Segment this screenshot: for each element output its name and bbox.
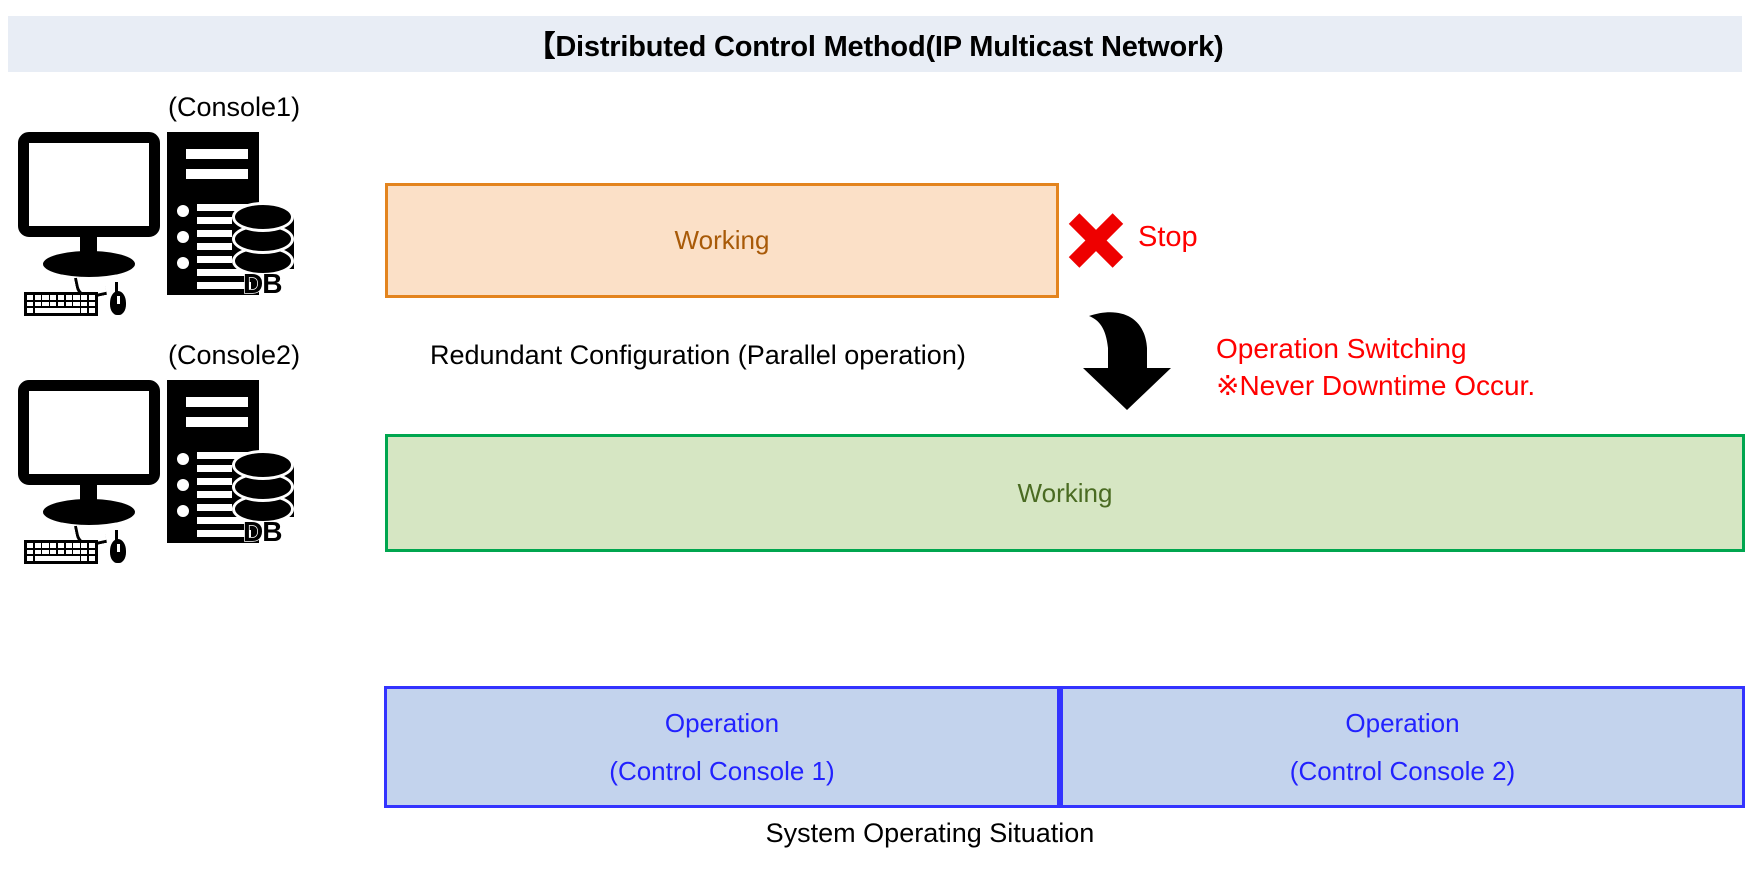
workstation-icon-1	[14, 132, 164, 317]
operation-bar-1-title: Operation	[664, 707, 780, 738]
monitor-icon	[18, 132, 160, 237]
status-box-working-primary: Working	[385, 183, 1059, 298]
stop-label: Stop	[1138, 221, 1198, 253]
redundant-configuration-caption: Redundant Configuration (Parallel operat…	[430, 340, 966, 370]
database-icon-1	[232, 202, 294, 284]
operation-bar-console-2: Operation (Control Console 2)	[1060, 686, 1745, 808]
switch-note-line-1: Operation Switching	[1216, 333, 1467, 364]
workstation-icon-2	[14, 380, 164, 565]
console-1-label: (Console1)	[168, 92, 301, 122]
stop-x-icon	[1068, 212, 1124, 268]
console-group-1: (Console1) DB	[0, 92, 330, 327]
operation-bar-1-subtitle: (Control Console 1)	[609, 756, 835, 786]
console-group-2: (Console2) DB	[0, 340, 330, 575]
monitor-base-icon	[43, 499, 135, 525]
status-box-working-secondary: Working	[385, 434, 1745, 552]
mouse-cable-icon	[115, 530, 118, 541]
monitor-base-icon	[43, 251, 135, 277]
database-label-2: DB	[242, 515, 283, 548]
mouse-cable-icon	[115, 282, 118, 293]
keyboard-icon	[24, 292, 98, 316]
operation-bar-console-1: Operation (Control Console 1)	[384, 686, 1060, 808]
mouse-icon	[110, 539, 126, 563]
switch-note-line-2: ※Never Downtime Occur.	[1216, 370, 1536, 402]
operation-bar-2-subtitle: (Control Console 2)	[1289, 756, 1516, 786]
mouse-icon	[110, 291, 126, 315]
database-label-1: DB	[242, 267, 283, 300]
database-icon-2	[232, 450, 294, 532]
page-title: 【Distributed Control Method(IP Multicast…	[526, 31, 1224, 63]
bottom-caption-text: System Operating Situation	[765, 818, 1095, 848]
keyboard-icon	[24, 540, 98, 564]
header-banner: 【Distributed Control Method(IP Multicast…	[8, 16, 1742, 72]
system-operating-situation-caption: System Operating Situation	[0, 818, 1750, 849]
console-2-label: (Console2)	[168, 340, 301, 370]
switchover-arrow-icon	[1075, 300, 1180, 412]
operation-bar-2-title: Operation	[1345, 707, 1460, 738]
monitor-icon	[18, 380, 160, 485]
operation-switching-note: Operation Switching ※Never Downtime Occu…	[1216, 330, 1535, 404]
